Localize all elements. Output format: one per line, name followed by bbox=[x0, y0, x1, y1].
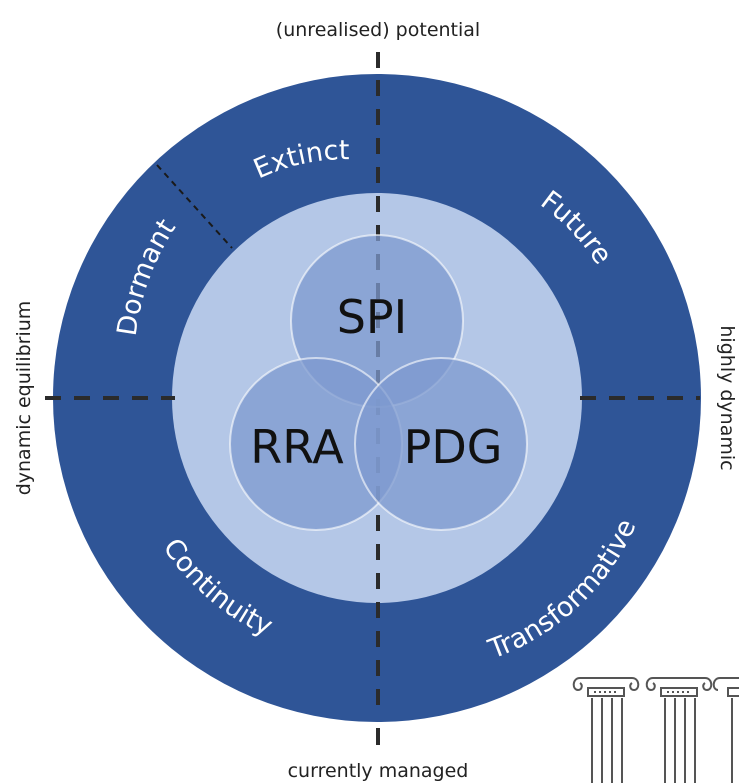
axis-label-bottom: currently managed bbox=[288, 760, 469, 782]
ionic-column-icon bbox=[572, 677, 640, 783]
label-spi: SPI bbox=[337, 290, 408, 344]
axis-label-right: highly dynamic bbox=[716, 325, 738, 470]
axis-label-left: dynamic equilibrium bbox=[13, 301, 35, 496]
ionic-column-icon bbox=[645, 677, 713, 783]
axis-label-top: (unrealised) potential bbox=[276, 19, 480, 41]
segment-divider bbox=[156, 164, 233, 249]
label-rra: RRA bbox=[250, 420, 344, 474]
circle-pdg bbox=[354, 357, 528, 531]
ionic-column-icon bbox=[712, 677, 739, 783]
label-pdg: PDG bbox=[404, 420, 503, 474]
